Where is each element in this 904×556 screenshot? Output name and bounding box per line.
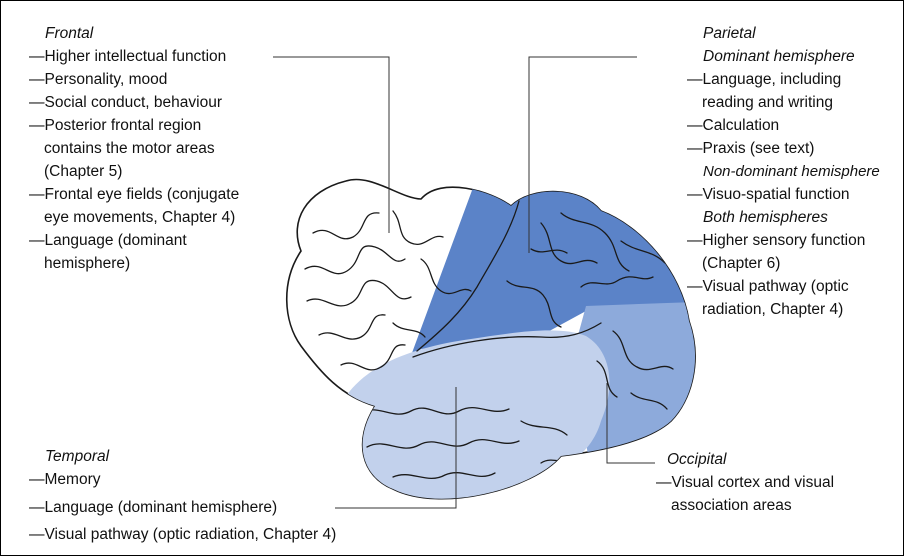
- frontal-item: contains the motor areas: [44, 140, 215, 157]
- frontal-leader-line: [273, 56, 390, 233]
- frontal-item: —Social conduct, behaviour: [29, 94, 223, 111]
- parietal-item: (Chapter 6): [702, 255, 781, 272]
- parietal-both-heading: Both hemispheres: [703, 209, 828, 226]
- temporal-item: —Language (dominant hemisphere): [29, 499, 278, 516]
- parietal-leader-line: [528, 56, 637, 253]
- parietal-item: reading and writing: [702, 94, 833, 111]
- occipital-item: association areas: [671, 497, 792, 514]
- frontal-item: hemisphere): [44, 255, 131, 272]
- frontal-item: —Posterior frontal region: [29, 117, 202, 134]
- frontal-item: —Language (dominant: [29, 232, 187, 249]
- parietal-dominant-heading: Dominant hemisphere: [703, 48, 855, 65]
- parietal-item: radiation, Chapter 4): [702, 301, 844, 318]
- parietal-item: —Higher sensory function: [687, 232, 866, 249]
- temporal-item: —Visual pathway (optic radiation, Chapte…: [29, 526, 337, 543]
- frontal-item: —Personality, mood: [29, 71, 168, 88]
- parietal-item: —Calculation: [687, 117, 780, 134]
- parietal-heading: Parietal: [703, 25, 756, 42]
- parietal-item: —Language, including: [687, 71, 842, 88]
- temporal-leader-line: [335, 387, 457, 509]
- frontal-heading: Frontal: [45, 25, 94, 42]
- frontal-item: —Higher intellectual function: [29, 48, 227, 65]
- frontal-item: (Chapter 5): [44, 163, 123, 180]
- temporal-lobe-region: [345, 330, 610, 499]
- parietal-nondominant-heading: Non-dominant hemisphere: [703, 163, 880, 180]
- parietal-item: —Visual pathway (optic: [687, 278, 849, 295]
- temporal-heading: Temporal: [45, 448, 110, 465]
- parietal-item: —Praxis (see text): [687, 140, 815, 157]
- occipital-leader-line: [606, 383, 655, 464]
- frontal-item: —Frontal eye fields (conjugate: [29, 186, 240, 203]
- occipital-item: —Visual cortex and visual: [656, 474, 835, 491]
- occipital-heading: Occipital: [667, 451, 727, 468]
- parietal-item: —Visuo-spatial function: [687, 186, 850, 203]
- temporal-item: —Memory: [29, 471, 101, 488]
- frontal-item: eye movements, Chapter 4): [44, 209, 236, 226]
